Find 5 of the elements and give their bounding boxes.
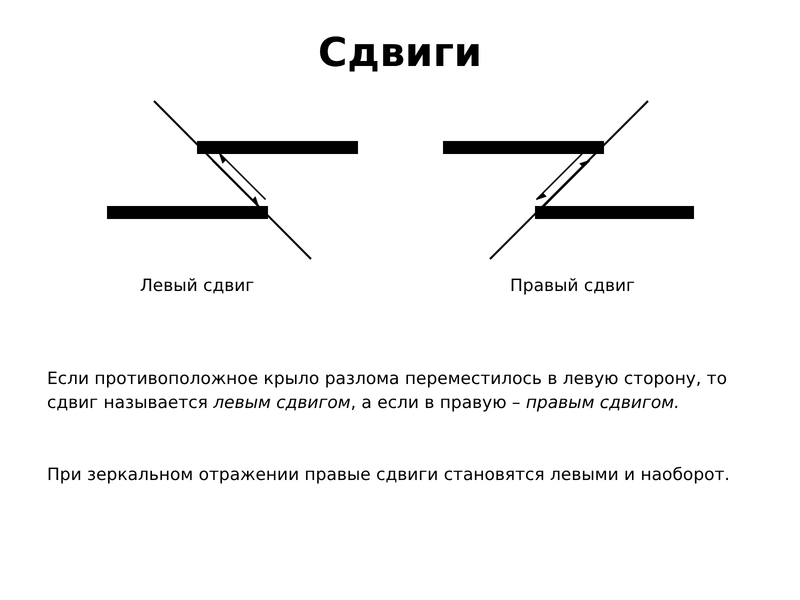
drawing-caption: Правый сдвиг: [510, 275, 635, 298]
drawing-caption: Левый сдвиг: [140, 275, 254, 298]
paragraph: Если противоположное крыло разлома переместилось в левую сторону, то сдвиг называется левым сдвигом, а если в правую – правым сдвигом.: [47, 368, 728, 415]
paragraph: При зеркальном отражении правые сдвиги становятся левыми и наоборот.: [47, 464, 731, 487]
title: Сдвиги: [317, 30, 483, 76]
